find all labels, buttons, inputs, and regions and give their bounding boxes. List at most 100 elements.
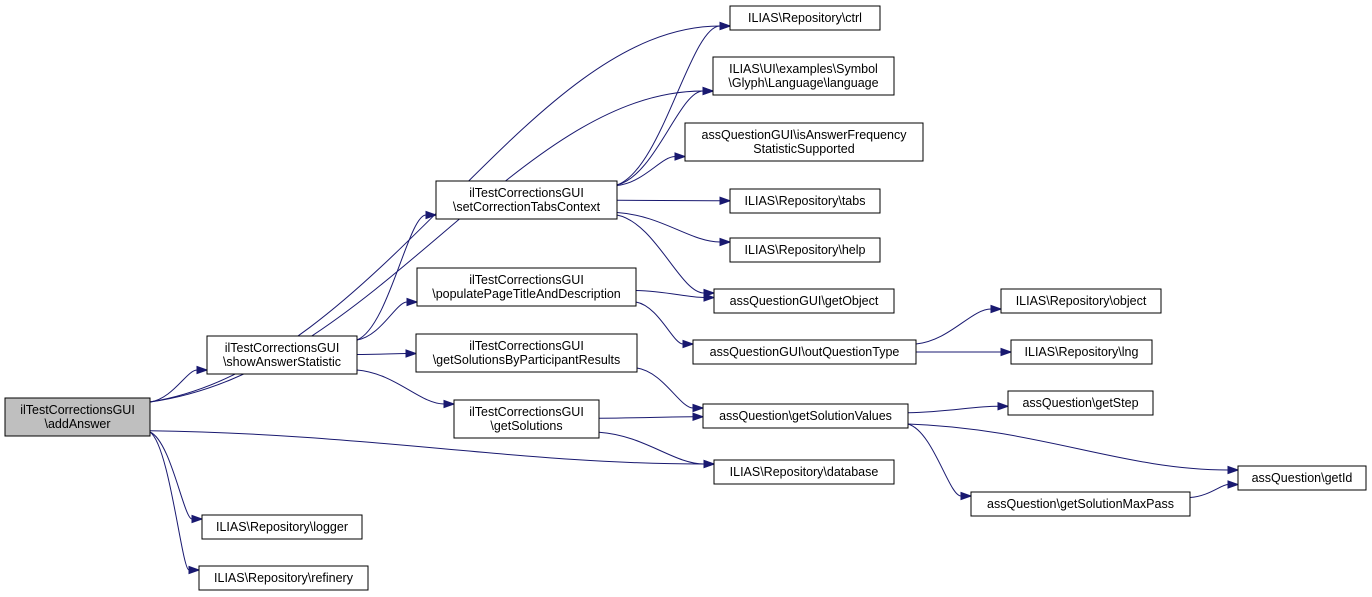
node-get-solutions[interactable]: ilTestCorrectionsGUI\getSolutions xyxy=(453,399,600,439)
node-box xyxy=(1000,288,1162,314)
edge-line xyxy=(636,367,694,409)
node-label: ILIAS\Repository\lng xyxy=(1025,345,1139,359)
node-box xyxy=(435,180,618,220)
node-label: assQuestion\getSolutionValues xyxy=(719,409,892,423)
node-box xyxy=(415,333,638,373)
edge-arrowhead xyxy=(703,293,716,302)
edge-populate-page-title-and-description-to-out-question-type xyxy=(635,301,695,349)
edge-get-solutions-by-participant-results-to-get-solution-values xyxy=(636,367,705,413)
edge-line xyxy=(598,416,694,419)
node-logger[interactable]: ILIAS\Repository\logger xyxy=(201,514,363,540)
node-label: \showAnswerStatistic xyxy=(223,355,341,369)
edge-get-solution-values-to-get-id xyxy=(907,423,1240,475)
edge-line xyxy=(907,423,1229,471)
edge-arrowhead xyxy=(997,401,1010,411)
edge-arrowhead xyxy=(1000,347,1013,357)
node-box xyxy=(713,459,895,485)
edge-arrowhead xyxy=(719,21,732,31)
node-box xyxy=(729,188,881,214)
node-box xyxy=(713,288,895,314)
node-show-answer-statistic[interactable]: ilTestCorrectionsGUI\showAnswerStatistic xyxy=(206,335,358,375)
node-label: ilTestCorrectionsGUI xyxy=(20,403,135,417)
node-box xyxy=(1010,339,1153,365)
edge-arrowhead xyxy=(719,237,732,247)
edge-line xyxy=(616,214,705,294)
node-box xyxy=(1007,390,1154,416)
edge-arrowhead xyxy=(692,412,705,422)
node-set-correction-tabs-context[interactable]: ilTestCorrectionsGUI\setCorrectionTabsCo… xyxy=(435,180,618,220)
node-get-step[interactable]: assQuestion\getStep xyxy=(1007,390,1154,416)
node-label: \getSolutions xyxy=(490,419,562,433)
edge-arrowhead xyxy=(692,403,705,413)
node-object[interactable]: ILIAS\Repository\object xyxy=(1000,288,1162,314)
node-label: ILIAS\Repository\object xyxy=(1016,294,1147,308)
edge-line xyxy=(356,214,427,341)
node-label: assQuestion\getSolutionMaxPass xyxy=(987,497,1174,511)
node-box xyxy=(4,397,151,437)
edges-layer xyxy=(149,21,1240,575)
node-label: assQuestion\getStep xyxy=(1022,396,1138,410)
edge-line xyxy=(635,290,705,298)
node-language[interactable]: ILIAS\UI\examples\Symbol\Glyph\Language\… xyxy=(712,56,895,96)
edge-arrowhead xyxy=(406,297,419,307)
node-label: ILIAS\Repository\help xyxy=(745,243,866,257)
node-populate-page-title-and-description[interactable]: ilTestCorrectionsGUI\populatePageTitleAn… xyxy=(416,267,637,307)
edge-set-correction-tabs-context-to-is-answer-frequency xyxy=(616,152,687,186)
edge-arrowhead xyxy=(719,196,732,206)
edge-line xyxy=(907,405,999,414)
node-lng[interactable]: ILIAS\Repository\lng xyxy=(1010,339,1153,365)
node-box xyxy=(1237,465,1367,491)
edge-line xyxy=(356,301,408,341)
edge-arrowhead xyxy=(674,152,687,161)
node-box xyxy=(692,339,917,365)
node-get-solution-max-pass[interactable]: assQuestion\getSolutionMaxPass xyxy=(970,491,1191,517)
edge-line xyxy=(635,301,684,345)
edge-set-correction-tabs-context-to-help xyxy=(616,212,732,247)
node-box xyxy=(201,514,363,540)
node-get-id[interactable]: assQuestion\getId xyxy=(1237,465,1367,491)
edge-line xyxy=(149,90,704,403)
node-get-solutions-by-participant-results[interactable]: ilTestCorrectionsGUI\getSolutionsByParti… xyxy=(415,333,638,373)
node-label: ILIAS\UI\examples\Symbol xyxy=(729,62,878,76)
edge-arrowhead xyxy=(191,514,204,524)
node-tabs[interactable]: ILIAS\Repository\tabs xyxy=(729,188,881,214)
node-box xyxy=(684,122,924,162)
edge-get-solution-values-to-get-step xyxy=(907,401,1010,414)
node-refinery[interactable]: ILIAS\Repository\refinery xyxy=(198,565,369,591)
edge-show-answer-statistic-to-populate-page-title-and-description xyxy=(356,297,419,341)
edge-line xyxy=(149,431,190,571)
edge-line xyxy=(915,308,992,345)
edge-get-solutions-to-get-solution-values xyxy=(598,412,705,422)
node-label: StatisticSupported xyxy=(753,142,854,156)
node-box xyxy=(198,565,369,591)
node-label: ILIAS\Repository\database xyxy=(730,465,879,479)
edge-arrowhead xyxy=(702,86,715,96)
node-label: ilTestCorrectionsGUI xyxy=(469,339,584,353)
edge-populate-page-title-and-description-to-get-object xyxy=(635,290,716,302)
node-is-answer-frequency[interactable]: assQuestionGUI\isAnswerFrequencyStatisti… xyxy=(684,122,924,162)
edge-line xyxy=(616,199,721,202)
node-label: ilTestCorrectionsGUI xyxy=(469,405,584,419)
node-ctrl[interactable]: ILIAS\Repository\ctrl xyxy=(729,5,881,31)
edge-line xyxy=(149,369,198,403)
edge-line xyxy=(356,369,445,405)
node-label: ILIAS\Repository\tabs xyxy=(745,194,866,208)
node-database[interactable]: ILIAS\Repository\database xyxy=(713,459,895,485)
node-out-question-type[interactable]: assQuestionGUI\outQuestionType xyxy=(692,339,917,365)
edge-arrowhead xyxy=(443,399,456,409)
edge-set-correction-tabs-context-to-tabs xyxy=(616,196,732,206)
node-box xyxy=(453,399,600,439)
edge-arrowhead xyxy=(188,565,201,575)
node-get-object[interactable]: assQuestionGUI\getObject xyxy=(713,288,895,314)
node-label: assQuestionGUI\outQuestionType xyxy=(710,345,900,359)
node-add-answer[interactable]: ilTestCorrectionsGUI\addAnswer xyxy=(4,397,151,437)
node-get-solution-values[interactable]: assQuestion\getSolutionValues xyxy=(702,403,909,429)
edge-arrowhead xyxy=(425,210,438,220)
node-help[interactable]: ILIAS\Repository\help xyxy=(729,237,881,263)
node-label: ilTestCorrectionsGUI xyxy=(225,341,340,355)
edge-line xyxy=(1189,484,1229,498)
edge-set-correction-tabs-context-to-language xyxy=(616,86,715,186)
node-label: ILIAS\Repository\logger xyxy=(216,520,348,534)
node-box xyxy=(729,5,881,31)
edge-line xyxy=(907,423,962,497)
